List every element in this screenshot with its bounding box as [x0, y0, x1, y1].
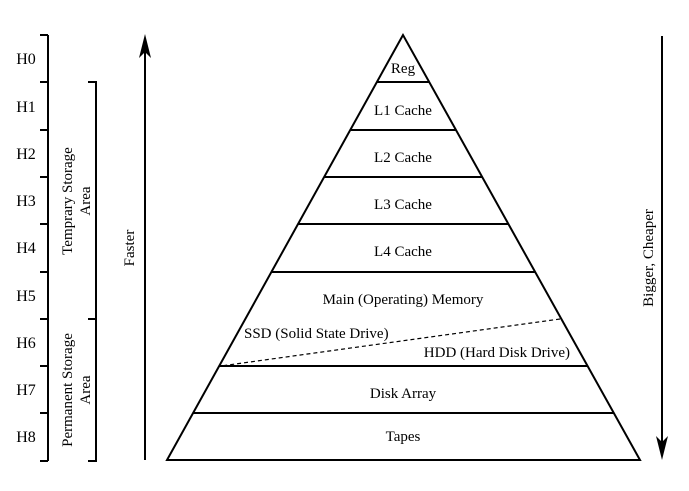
tier-disk-array: Disk Array — [370, 386, 437, 402]
level-label-h3: H3 — [16, 193, 36, 210]
arrow-up-icon — [139, 34, 151, 58]
level-label-h0: H0 — [16, 51, 36, 68]
level-scale — [40, 34, 49, 462]
svg-text:Temprary Storage: Temprary Storage — [60, 147, 76, 255]
tier-l2-cache: L2 Cache — [374, 150, 432, 166]
level-label-h5: H5 — [16, 288, 36, 305]
tier-main-memory: Main (Operating) Memory — [323, 292, 484, 308]
tier-ssd: SSD (Solid State Drive) — [244, 326, 389, 342]
tier-reg: Reg — [391, 61, 416, 77]
tier-l1-cache: L1 Cache — [374, 103, 432, 119]
level-label-h2: H2 — [16, 146, 36, 163]
pyramid-outline — [165, 32, 642, 461]
level-labels: H0 H1 H2 H3 H4 H5 H6 H7 H8 — [16, 51, 36, 446]
permanent-storage-bracket — [88, 318, 97, 462]
faster-arrow — [139, 34, 151, 460]
arrow-down-icon — [656, 436, 668, 460]
level-label-h1: H1 — [16, 99, 36, 116]
bigger-cheaper-label: Bigger, Cheaper — [641, 209, 657, 307]
permanent-storage-label: Permanent Storage Area — [60, 333, 94, 447]
level-label-h6: H6 — [16, 335, 36, 352]
pyramid — [165, 32, 642, 461]
faster-label: Faster — [122, 230, 138, 267]
level-label-h8: H8 — [16, 429, 36, 446]
level-label-h4: H4 — [16, 240, 36, 257]
temporary-storage-label: Temprary Storage Area — [60, 147, 94, 255]
tier-l3-cache: L3 Cache — [374, 197, 432, 213]
tier-l4-cache: L4 Cache — [374, 244, 432, 260]
tier-hdd: HDD (Hard Disk Drive) — [424, 345, 570, 361]
bigger-cheaper-arrow — [656, 36, 668, 460]
tier-labels: Reg L1 Cache L2 Cache L3 Cache L4 Cache … — [244, 61, 570, 445]
svg-text:Area: Area — [78, 375, 94, 404]
svg-text:Permanent Storage: Permanent Storage — [60, 333, 76, 447]
level-label-h7: H7 — [16, 382, 36, 399]
tier-tapes: Tapes — [386, 429, 421, 445]
ssd-hdd-dashed-divider — [220, 318, 561, 367]
svg-text:Area: Area — [78, 186, 94, 215]
